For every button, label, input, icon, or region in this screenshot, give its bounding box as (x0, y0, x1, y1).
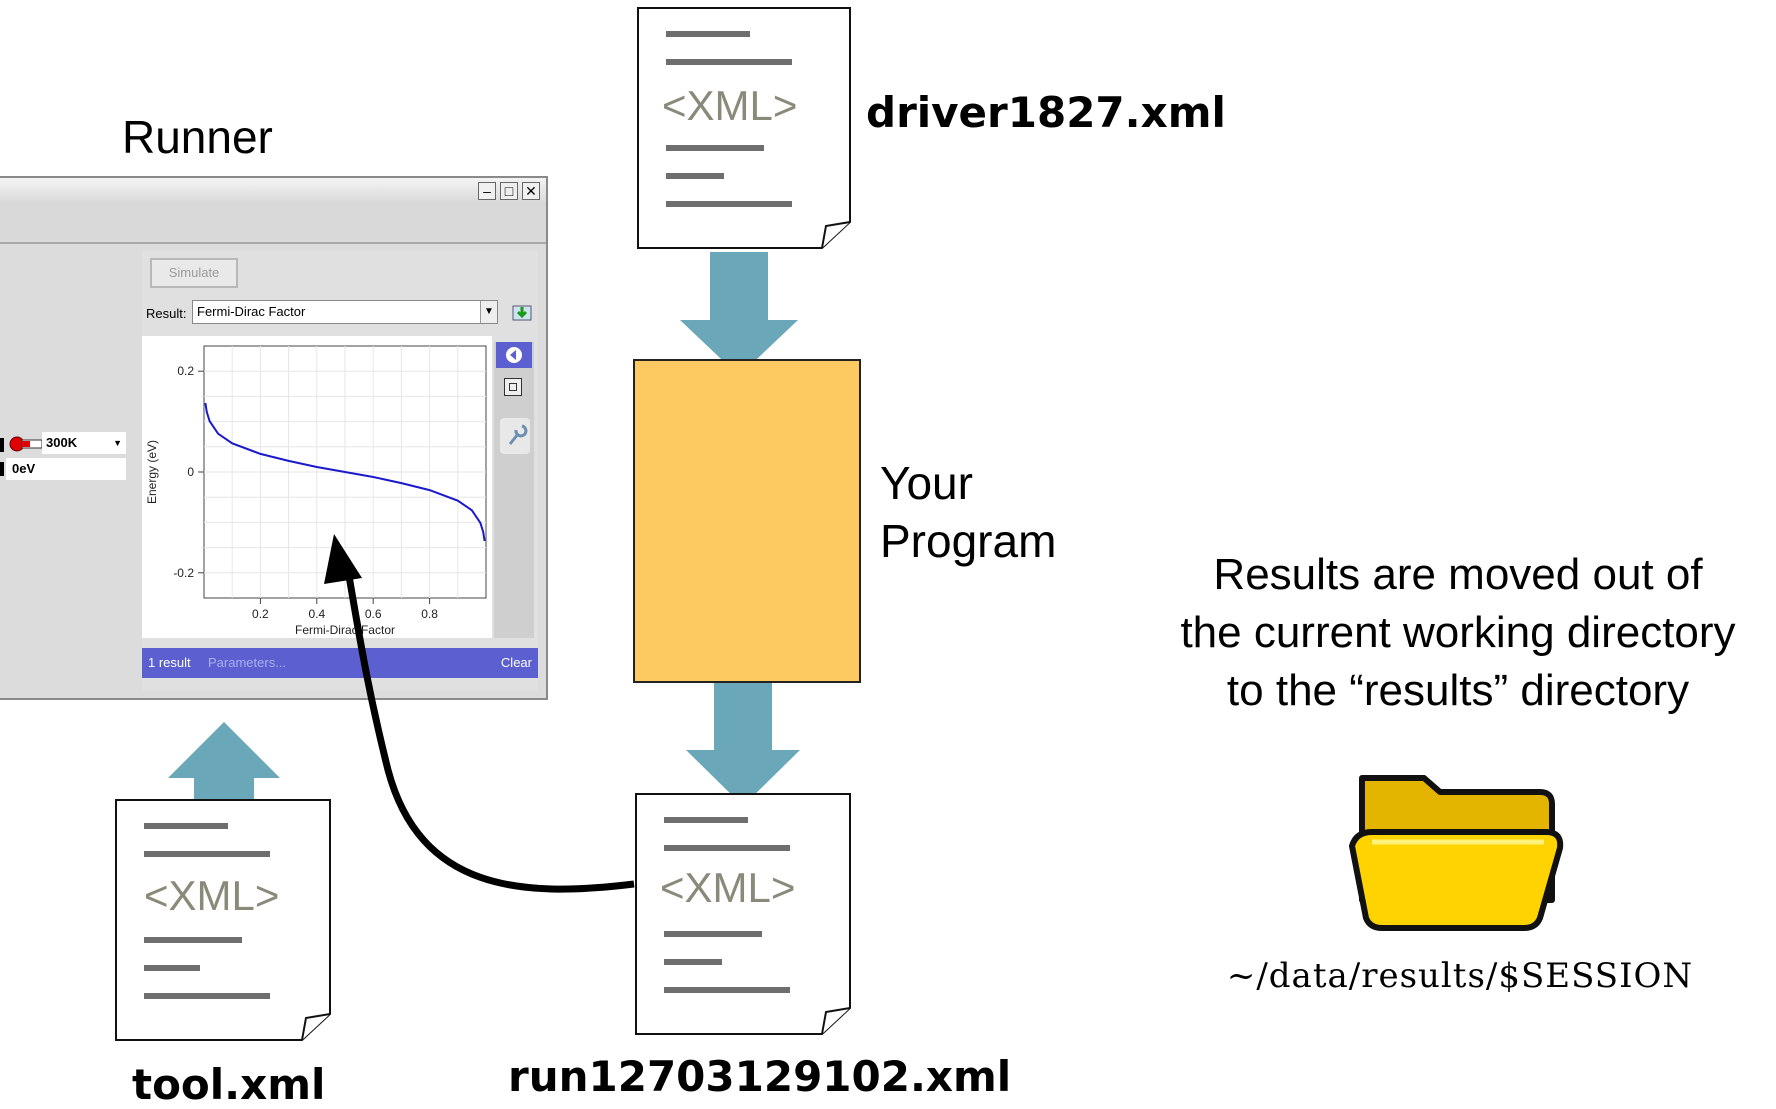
driver-document (637, 7, 851, 249)
y-tick-label: 0.2 (177, 364, 194, 378)
square-icon[interactable] (504, 378, 522, 396)
download-icon[interactable] (512, 302, 532, 322)
program-box (633, 359, 861, 683)
collapse-button[interactable] (496, 342, 532, 368)
runner-title: Runner (122, 111, 273, 163)
runner-titlebar: – □ ✕ (0, 178, 546, 207)
temperature-select[interactable]: 300K ▼ (42, 432, 126, 454)
folder-icon (1349, 775, 1564, 931)
energy-value: 0eV (12, 461, 36, 476)
temperature-value: 300K (46, 435, 78, 450)
thermometer-icon (9, 436, 43, 452)
wrench-icon (508, 424, 528, 445)
run-xml-tag: <XML> (660, 864, 796, 911)
result-label: Result: (146, 306, 187, 321)
y-axis-label: Energy (eV) (145, 440, 159, 504)
chevron-down-icon: ▼ (113, 438, 122, 448)
results-note-line2: the current working directory (1180, 608, 1736, 657)
x-tick-label: 0.4 (308, 607, 325, 621)
program-label-line2: Program (880, 515, 1057, 567)
fermi-dirac-curve (204, 402, 486, 542)
arrow-program-to-run (686, 682, 800, 806)
arrow-tool-to-runner (168, 722, 280, 802)
tool-xml-tag: <XML> (144, 872, 280, 919)
tool-document (115, 799, 331, 1041)
results-note-line3: to the “results” directory (1226, 666, 1690, 715)
clear-button[interactable]: Clear (500, 655, 532, 670)
results-path: ~/data/results/$SESSION (1226, 956, 1694, 996)
result-select[interactable]: Fermi-Dirac Factor ▼ (192, 300, 498, 324)
result-count: 1 result (148, 655, 191, 670)
temperature-label-stub (0, 438, 4, 452)
x-axis-label: Fermi-Dirac Factor (295, 623, 395, 637)
close-button[interactable]: ✕ (522, 182, 540, 200)
driver-file-label: driver1827.xml (866, 88, 1226, 137)
run-file-label: run12703129102.xml (508, 1052, 1012, 1101)
driver-xml-tag: <XML> (662, 82, 798, 129)
run-document (635, 793, 851, 1035)
runner-window: – □ ✕ 300K ▼ 0eV Simulate Result: Fermi-… (0, 176, 548, 700)
parameters-link[interactable]: Parameters... (208, 655, 287, 670)
result-select-value: Fermi-Dirac Factor (197, 304, 306, 319)
x-tick-label: 0.2 (252, 607, 269, 621)
chevron-down-icon: ▼ (480, 301, 497, 323)
y-tick-label: -0.2 (173, 566, 194, 580)
energy-input[interactable]: 0eV (6, 458, 126, 480)
runner-toolbar (0, 206, 546, 244)
chevron-left-icon (506, 347, 522, 363)
energy-label-stub (0, 462, 4, 476)
minimize-button[interactable]: – (478, 182, 496, 200)
simulate-button[interactable]: Simulate (150, 258, 238, 288)
tool-file-label: tool.xml (132, 1060, 326, 1109)
maximize-button[interactable]: □ (500, 182, 518, 200)
program-label-line1: Your (880, 457, 973, 509)
y-tick-label: 0 (187, 465, 194, 479)
settings-tab[interactable] (500, 418, 530, 454)
arrow-driver-to-program (680, 252, 798, 376)
x-tick-label: 0.8 (421, 607, 438, 621)
results-panel: Simulate Result: Fermi-Dirac Factor ▼ 0.… (142, 250, 538, 690)
results-note-line1: Results are moved out of (1213, 550, 1703, 599)
x-tick-label: 0.6 (365, 607, 382, 621)
results-note: Results are moved out of the current wor… (1140, 546, 1776, 720)
program-label: Your Program (880, 454, 1056, 570)
plot-side-toolbar (494, 342, 534, 638)
status-bar: 1 result Parameters... Clear (142, 648, 538, 678)
